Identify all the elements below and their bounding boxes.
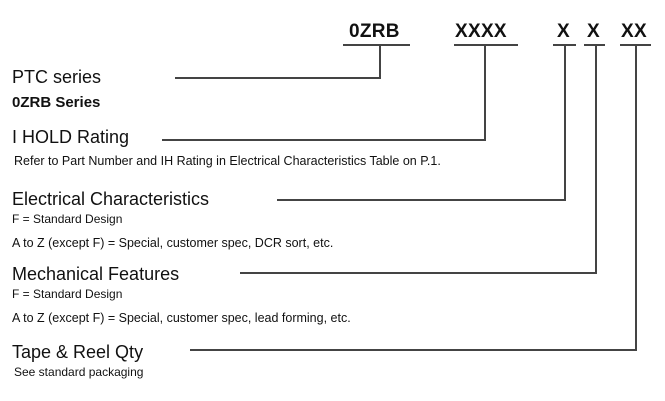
heading-electrical-characteristics: Electrical Characteristics — [12, 189, 210, 209]
mechanical-line-special: A to Z (except F) = Special, customer sp… — [12, 311, 351, 325]
electrical-line-special: A to Z (except F) = Special, customer sp… — [12, 236, 334, 250]
code-segment-mechanical: X — [587, 21, 600, 42]
heading-mechanical-features: Mechanical Features — [12, 264, 180, 284]
heading-tape-reel-qty: Tape & Reel Qty — [12, 342, 144, 362]
heading-ptc-series: PTC series — [12, 67, 102, 87]
mechanical-line-standard: F = Standard Design — [12, 287, 123, 301]
connector-ptc-series — [175, 45, 381, 79]
connector-ihold — [162, 45, 486, 141]
heading-ihold-rating: I HOLD Rating — [12, 127, 130, 147]
connector-mechanical — [240, 45, 597, 274]
connector-tape-reel — [190, 45, 637, 351]
code-segment-ihold: XXXX — [455, 21, 507, 42]
desc-tape-reel-qty: See standard packaging — [14, 365, 144, 379]
code-segment-series: 0ZRB — [349, 21, 400, 42]
code-segment-tape-reel: XX — [621, 21, 647, 42]
value-0zrb-series: 0ZRB Series — [12, 94, 101, 111]
electrical-line-standard: F = Standard Design — [12, 212, 123, 226]
connector-electrical — [277, 45, 566, 201]
desc-ihold-rating: Refer to Part Number and IH Rating in El… — [14, 154, 441, 168]
code-segment-electrical: X — [557, 21, 570, 42]
